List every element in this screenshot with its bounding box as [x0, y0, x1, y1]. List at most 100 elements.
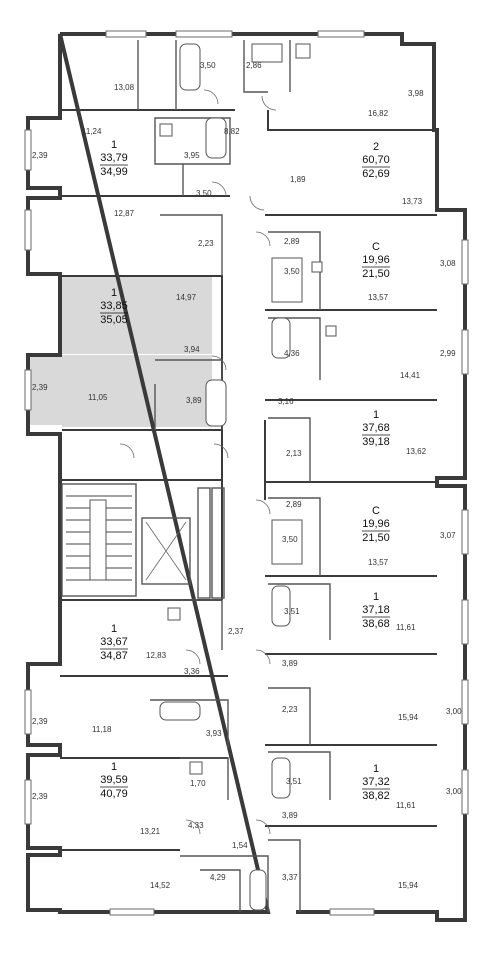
- apartment-living-area: 33,67: [100, 636, 128, 648]
- apartment-living-area: 33,85: [100, 300, 128, 312]
- room-area-label: 3,36: [184, 667, 200, 676]
- room-area-label: 16,82: [368, 109, 389, 118]
- room-area-label: 11,18: [92, 725, 112, 734]
- room-area-label: 14,52: [150, 881, 171, 890]
- apartment-living-area: 37,32: [362, 776, 390, 788]
- room-area-label: 14,41: [400, 371, 421, 380]
- apartment-total-area: 39,18: [362, 436, 390, 448]
- interior-walls: [60, 40, 437, 912]
- room-area-label: 3,00: [446, 787, 462, 796]
- room-area-label: 3,89: [186, 396, 202, 405]
- room-area-label: 3,95: [184, 151, 200, 160]
- room-area-label: 3,08: [440, 259, 456, 268]
- highlighted-apartment-fill: [27, 276, 212, 427]
- room-area-label: 13,57: [368, 293, 389, 302]
- apartment-labels: 133,7934,99260,7062,69С19,9621,50133,853…: [100, 139, 390, 802]
- room-area-label: 2,86: [246, 61, 262, 70]
- apartment-total-area: 40,79: [100, 788, 128, 800]
- room-area-label: 3,50: [282, 535, 298, 544]
- room-area-label: 2,89: [284, 237, 300, 246]
- apartment-living-area: 39,59: [100, 774, 128, 786]
- apartment-living-area: 37,18: [362, 604, 390, 616]
- room-area-label: 1,70: [190, 779, 206, 788]
- apartment-type: 1: [111, 761, 117, 773]
- apartment-total-area: 38,68: [362, 618, 390, 630]
- apartment-living-area: 19,96: [362, 254, 390, 266]
- room-area-label: 3,89: [282, 659, 298, 668]
- apartment-total-area: 34,99: [100, 166, 128, 178]
- room-area-label: 3,16: [278, 397, 294, 406]
- room-area-label: 3,51: [286, 777, 302, 786]
- room-area-label: 12,83: [146, 651, 167, 660]
- room-area-label: 2,39: [32, 792, 48, 801]
- room-area-label: 3,93: [206, 729, 222, 738]
- room-area-label: 8,82: [224, 127, 240, 136]
- apartment-total-area: 21,50: [362, 532, 390, 544]
- apartment-label[interactable]: 137,32 38,82: [362, 763, 390, 802]
- room-area-label: 3,94: [184, 345, 200, 354]
- doors: [119, 89, 277, 835]
- apartment-label[interactable]: 133,85 35,05: [100, 287, 128, 326]
- apartment-living-area: 19,96: [362, 518, 390, 530]
- apartment-label[interactable]: С19,96 21,50: [362, 505, 390, 544]
- room-area-label: 4,36: [284, 349, 300, 358]
- apartment-total-area: 35,05: [100, 314, 128, 326]
- apartment-label[interactable]: 260,70 62,69: [362, 141, 390, 180]
- stair-core: [61, 483, 225, 599]
- room-area-label: 13,08: [114, 83, 135, 92]
- apartment-type: 1: [373, 763, 379, 775]
- room-area-label: 12,87: [114, 209, 135, 218]
- apartment-label[interactable]: 137,18 38,68: [362, 591, 390, 630]
- room-area-label: 1,89: [290, 175, 306, 184]
- room-area-label: 2,39: [32, 383, 48, 392]
- room-area-label: 2,23: [282, 705, 298, 714]
- room-area-label: 4,29: [210, 873, 226, 882]
- apartment-type: 1: [111, 623, 117, 635]
- room-area-label: 2,39: [32, 717, 48, 726]
- apartment-type: 2: [373, 141, 379, 153]
- apartment-type: 1: [373, 591, 379, 603]
- apartment-total-area: 38,82: [362, 790, 390, 802]
- room-area-label: 11,24: [82, 127, 102, 136]
- room-area-label: 15,94: [398, 713, 419, 722]
- apartment-living-area: 33,79: [100, 152, 128, 164]
- apartment-type: С: [372, 241, 380, 253]
- room-area-label: 3,51: [284, 607, 300, 616]
- room-area-label: 14,97: [176, 293, 197, 302]
- room-area-label: 3,07: [440, 531, 456, 540]
- room-area-label: 13,73: [402, 197, 423, 206]
- room-area-label: 1,54: [232, 841, 248, 850]
- room-area-label: 11,61: [396, 623, 416, 632]
- bathroom-fixtures: [159, 43, 337, 911]
- windows: [24, 30, 469, 916]
- room-area-label: 2,37: [228, 627, 244, 636]
- room-area-label: 2,89: [286, 500, 302, 509]
- room-area-label: 2,99: [440, 349, 456, 358]
- room-area-label: 13,21: [140, 827, 161, 836]
- apartment-label[interactable]: 139,59 40,79: [100, 761, 128, 800]
- room-area-label: 13,62: [406, 447, 427, 456]
- room-area-label: 4,33: [188, 821, 204, 830]
- room-area-label: 3,50: [284, 267, 300, 276]
- room-area-label: 3,00: [446, 707, 462, 716]
- apartment-total-area: 62,69: [362, 168, 390, 180]
- room-area-label: 3,98: [408, 89, 424, 98]
- apartment-type: 1: [111, 287, 117, 299]
- apartment-living-area: 60,70: [362, 154, 390, 166]
- room-area-label: 2,13: [286, 449, 302, 458]
- room-area-label: 2,23: [198, 239, 214, 248]
- apartment-living-area: 37,68: [362, 422, 390, 434]
- room-area-label: 13,57: [368, 558, 389, 567]
- apartment-type: С: [372, 505, 380, 517]
- room-area-label: 3,50: [200, 61, 216, 70]
- room-area-label: 2,39: [32, 151, 48, 160]
- room-area-label: 15,94: [398, 881, 419, 890]
- room-area-label: 3,50: [196, 189, 212, 198]
